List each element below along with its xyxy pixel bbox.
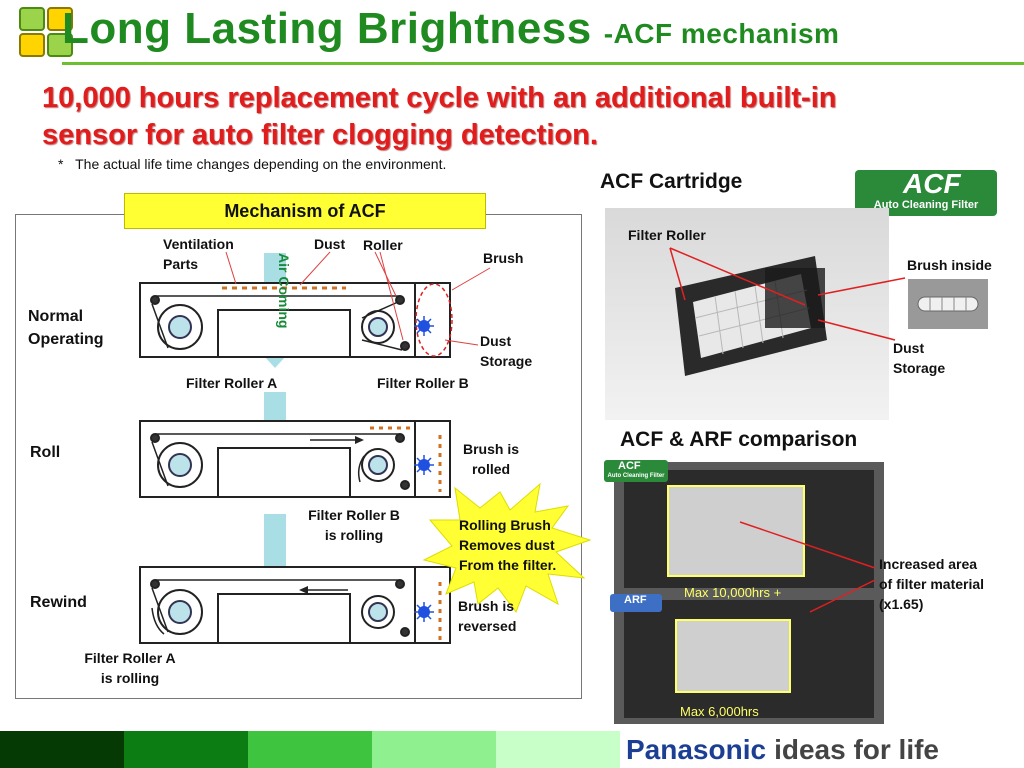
air-coming-label: Air Coming — [276, 253, 292, 329]
brush-label: Brush — [483, 250, 524, 266]
arf-small-logo: ARF — [610, 594, 662, 612]
footnote: * The actual life time changes depending… — [58, 156, 447, 172]
comparison-heading: ACF & ARF comparison — [620, 428, 858, 451]
cartridge-pointer-lines — [669, 247, 906, 341]
footer-stripe-3 — [248, 731, 372, 768]
footer-stripe-2 — [124, 731, 248, 768]
brush-illustration — [917, 296, 979, 312]
dust-label: Dust — [314, 236, 346, 252]
roller-label: Roller — [363, 237, 403, 253]
brush-inside-label: Brush inside — [907, 257, 992, 273]
unit-rewind — [139, 566, 451, 644]
mechanism-diagram — [139, 251, 592, 644]
acf-small-logo: ACF Auto Cleaning Filter — [604, 460, 668, 482]
comparison-illustration — [614, 462, 884, 724]
footer-stripe-4 — [372, 731, 496, 768]
page-title: Long Lasting Brightness-ACF mechanism — [62, 4, 840, 53]
comparison-photo — [614, 462, 884, 724]
corner-logo-icon — [19, 7, 73, 57]
page-subtitle: 10,000 hours replacement cycle with an a… — [42, 82, 837, 151]
filter-roller-a-label: Filter Roller A — [186, 375, 278, 391]
footer-stripe-1 — [0, 731, 124, 768]
state-rewind: Rewind — [30, 594, 87, 611]
cartridge-filter-roller-label: Filter Roller — [628, 227, 706, 243]
unit-roll — [139, 420, 451, 498]
comparison-pointer-lines — [739, 521, 876, 613]
starburst-shape — [422, 482, 592, 614]
state-roll: Roll — [30, 444, 61, 461]
footer-stripe-5 — [496, 731, 620, 768]
unit-normal — [139, 282, 453, 358]
cartridge-photo — [605, 208, 889, 420]
filter-roller-b-label: Filter Roller B — [377, 375, 469, 391]
title-underline — [62, 62, 1024, 65]
max-arf-label: Max 6,000hrs — [680, 704, 759, 719]
max-acf-label: Max 10,000hrs + — [684, 585, 782, 600]
mechanism-title: Mechanism of ACF — [124, 193, 486, 229]
cartridge-heading: ACF Cartridge — [600, 170, 743, 193]
brush-inside-photo — [908, 279, 988, 329]
